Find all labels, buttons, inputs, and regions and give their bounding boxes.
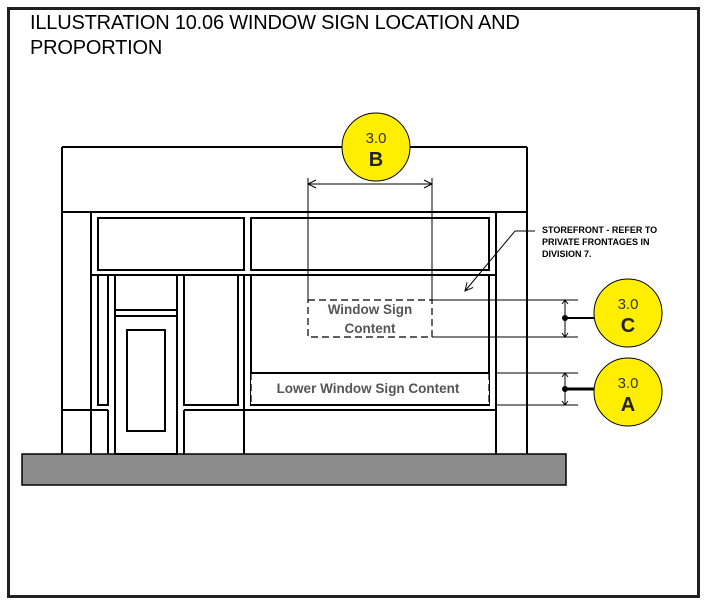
transom-window-left (97, 217, 245, 271)
callout-b-letter: B (369, 149, 383, 171)
callout-a-letter: A (621, 394, 635, 416)
note-line-2: PRIVATE FRONTAGES IN (542, 237, 650, 247)
note-line-3: DIVISION 7. (542, 249, 592, 259)
callout-a-number: 3.0 (618, 375, 639, 392)
lower-window-sign-text: Lower Window Sign Content (277, 381, 460, 396)
window-sign-text-line-2: Content (345, 321, 396, 336)
callout-bubble-c: 3.0 C (593, 278, 663, 348)
transom-window-right (250, 217, 490, 271)
note-line-1: STOREFRONT - REFER TO (542, 225, 657, 235)
window-sign-area (307, 299, 433, 338)
callout-bubble-a: 3.0 A (593, 357, 663, 427)
display-window-left (183, 274, 239, 406)
callout-c-number: 3.0 (618, 296, 639, 313)
lower-window-sign-area (251, 373, 489, 405)
dimension-b (290, 146, 470, 300)
illustration-frame (7, 7, 700, 598)
door-glass-panel (126, 329, 166, 432)
sidelight-window (97, 274, 109, 406)
title-line-2: PROPORTION (30, 37, 163, 59)
callout-b-number: 3.0 (366, 130, 387, 147)
entry-door (114, 274, 178, 455)
ground-slab (21, 453, 567, 486)
callout-bubble-b: 3.0 B (341, 112, 411, 182)
dimension-a (496, 372, 597, 406)
window-sign-text-line-1: Window Sign (328, 302, 413, 317)
title-line-1: ILLUSTRATION 10.06 WINDOW SIGN LOCATION … (30, 12, 520, 34)
dimension-c (432, 299, 597, 338)
storefront-leader (465, 230, 535, 291)
callout-c-letter: C (621, 315, 635, 337)
illustration-title: ILLUSTRATION 10.06 WINDOW SIGN LOCATION … (30, 11, 650, 61)
